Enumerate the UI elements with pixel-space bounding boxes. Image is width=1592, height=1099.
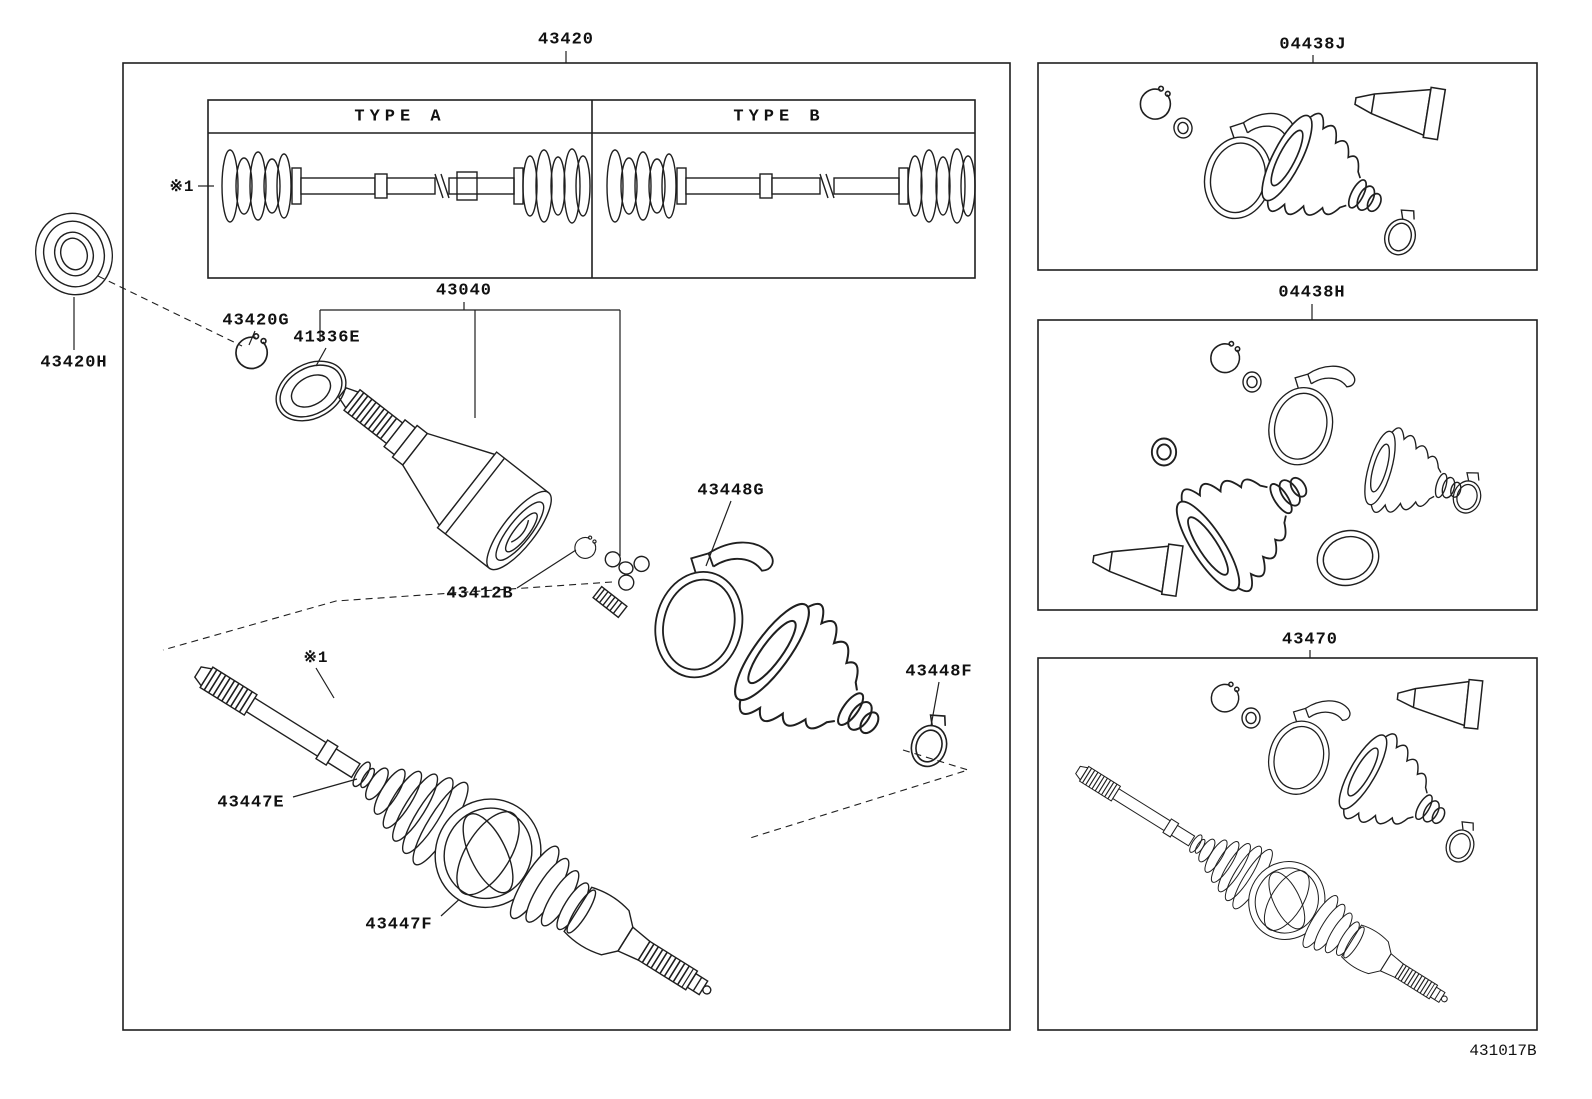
deflector-drawing [275, 360, 347, 422]
inboard-small-clamp-drawing [905, 708, 957, 772]
callout-snap-ring: 43420G [222, 311, 290, 331]
callout-outboard-clamp: 43447E [217, 793, 285, 813]
outline-boxes [122, 62, 1538, 1031]
callout-kit-43470: 43470 [1281, 630, 1339, 650]
callout-deflector: 41336E [293, 328, 361, 348]
kit3-axle-shaft-drawing [1057, 736, 1468, 1034]
callout-main-assembly: 43420 [537, 30, 595, 50]
inboard-boot-drawing [717, 586, 916, 783]
callout-outboard-boot: 43447F [365, 915, 433, 935]
kit-04438J-box [1037, 62, 1538, 271]
kit2-large-ring-drawing [1309, 522, 1387, 594]
callout-spider: 43412B [446, 584, 514, 604]
kit3-clamp-band-drawing [1260, 688, 1353, 804]
kit-43470-parts [1057, 671, 1484, 1034]
leader-lines [73, 51, 1314, 917]
kit3-ring-drawing [1241, 707, 1261, 729]
callout-kit-04438J: 04438J [1279, 35, 1347, 55]
kit1-ring-drawing [1171, 115, 1195, 141]
kit3-small-clamp-drawing [1441, 816, 1483, 867]
oil-seal-drawing [35, 212, 113, 296]
kit1-grease-tube-drawing [1350, 75, 1447, 141]
spider-snap-ring-drawing [572, 534, 600, 561]
kit2-bushing-drawing [1150, 437, 1178, 467]
kit2-outer-boot-drawing [1356, 422, 1474, 534]
kit3-grease-tube-drawing [1394, 671, 1484, 730]
type-b-header: TYPE B [733, 107, 825, 127]
callout-outboard-joint: 43040 [435, 281, 493, 301]
kit2-grease-tube-drawing [1089, 533, 1184, 597]
spider-drawing [604, 551, 650, 591]
kit3-boot-drawing [1327, 723, 1468, 861]
kit2-inner-boot-drawing [1161, 432, 1338, 606]
callout-kit-04438H: 04438H [1278, 283, 1346, 303]
kit2-ring-drawing [1242, 371, 1262, 393]
drawing-ref-number: 431017B [1469, 1042, 1537, 1060]
kit-43470-box [1037, 657, 1538, 1031]
axle-shaft-drawing [169, 625, 740, 1038]
type-a-header: TYPE A [354, 107, 446, 127]
alignment-dashed-lines [97, 275, 970, 839]
spider-spline-drawing [592, 585, 628, 619]
kit2-small-clamp-drawing [1449, 467, 1488, 517]
kit1-small-clamp-drawing [1379, 204, 1424, 260]
shaft-ref-mark: ※1 [303, 649, 329, 667]
kit1-boot-drawing [1248, 102, 1406, 255]
callout-inboard-small-clamp: 43448F [905, 662, 973, 682]
snap-ring-drawing [230, 330, 275, 374]
type-b-shaft-drawing [606, 148, 976, 224]
kit1-snap-ring-drawing [1136, 83, 1177, 124]
kit3-snap-ring-drawing [1207, 680, 1244, 716]
table-ref-mark: ※1 [169, 178, 195, 196]
kit-04438H-parts [1089, 339, 1488, 606]
kit2-snap-ring-drawing [1207, 339, 1245, 376]
kit2-clamp-band-drawing [1260, 352, 1358, 475]
kit-04438J-parts [1136, 75, 1447, 260]
type-a-shaft-drawing [221, 148, 591, 224]
kit-04438H-box [1037, 319, 1538, 611]
callout-oil-seal: 43420H [40, 353, 108, 373]
callout-inboard-clamp: 43448G [697, 481, 765, 501]
outboard-joint-drawing [337, 387, 552, 571]
